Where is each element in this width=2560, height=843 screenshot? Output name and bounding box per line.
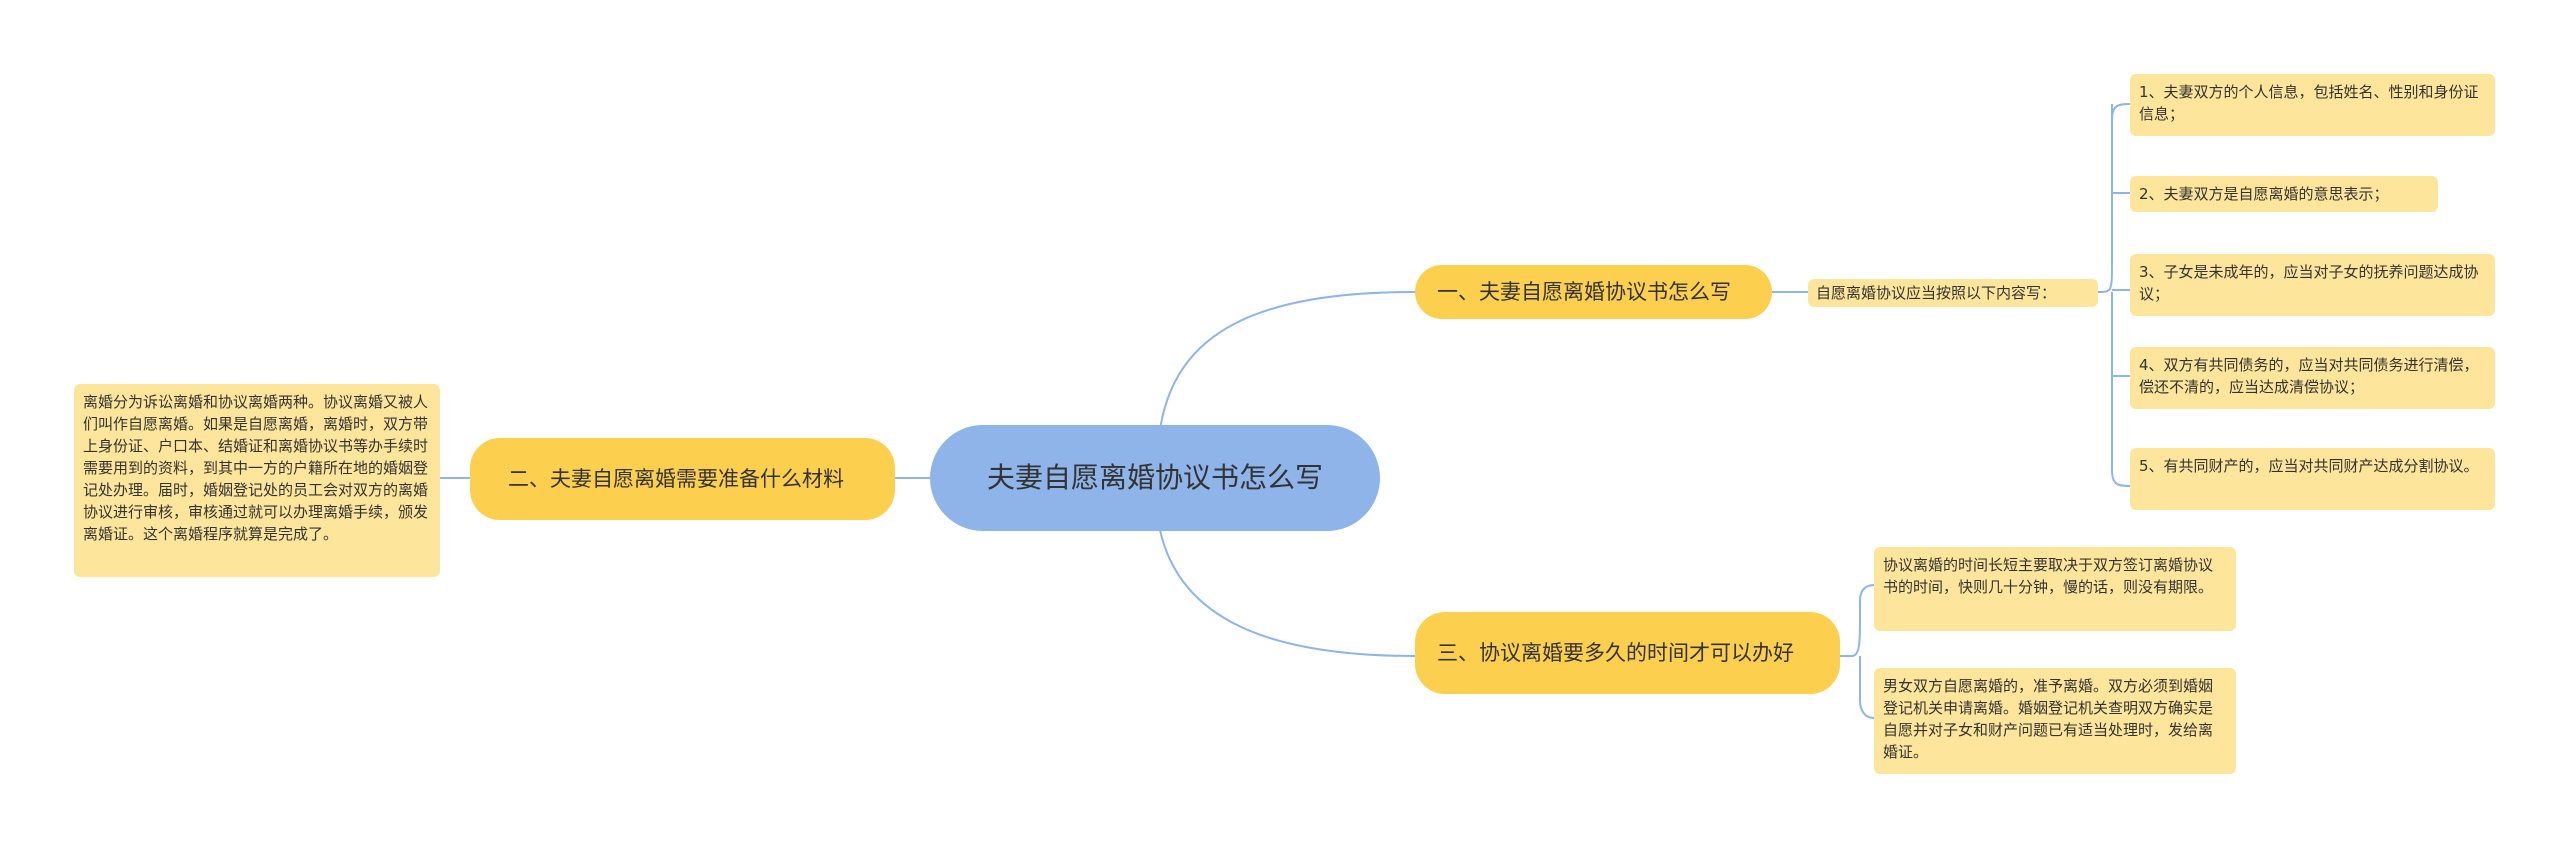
- link-root-branch1: [1159, 291, 1416, 431]
- branch-1-item-4[interactable]: 4、双方有共同债务的，应当对共同债务进行清偿，偿还不清的，应当达成清偿协议；: [2130, 347, 2495, 409]
- branch-1-item-3[interactable]: 3、子女是未成年的，应当对子女的抚养问题达成协议；: [2130, 254, 2495, 316]
- branch-1-label: 一、夫妻自愿离婚协议书怎么写: [1437, 280, 1731, 304]
- branch-1-subtopic[interactable]: 自愿离婚协议应当按照以下内容写：: [1808, 279, 2098, 307]
- branch-1-item-2[interactable]: 2、夫妻双方是自愿离婚的意思表示；: [2130, 176, 2438, 212]
- item-text: 离婚分为诉讼离婚和协议离婚两种。协议离婚又被人们叫作自愿离婚。如果是自愿离婚，离…: [83, 393, 429, 543]
- item-text: 男女双方自愿离婚的，准予离婚。双方必须到婚姻登记机关申请离婚。婚姻登记机关查明双…: [1883, 677, 2214, 761]
- link-branch3-children: [1840, 584, 1875, 719]
- branch-3[interactable]: 三、协议离婚要多久的时间才可以办好: [1415, 612, 1840, 694]
- branch-3-item-1[interactable]: 协议离婚的时间长短主要取决于双方签订离婚协议书的时间，快则几十分钟，慢的话，则没…: [1874, 547, 2236, 631]
- link-mid-children: [2097, 103, 2131, 487]
- item-text: 1、夫妻双方的个人信息，包括姓名、性别和身份证信息；: [2139, 83, 2479, 123]
- branch-1[interactable]: 一、夫妻自愿离婚协议书怎么写: [1415, 265, 1772, 319]
- branch-3-item-2[interactable]: 男女双方自愿离婚的，准予离婚。双方必须到婚姻登记机关申请离婚。婚姻登记机关查明双…: [1874, 668, 2236, 774]
- item-text: 5、有共同财产的，应当对共同财产达成分割协议。: [2139, 457, 2479, 475]
- branch-2-item-1[interactable]: 离婚分为诉讼离婚和协议离婚两种。协议离婚又被人们叫作自愿离婚。如果是自愿离婚，离…: [74, 384, 440, 577]
- root-topic[interactable]: 夫妻自愿离婚协议书怎么写: [930, 425, 1380, 531]
- root-topic-label: 夫妻自愿离婚协议书怎么写: [986, 461, 1323, 494]
- branch-2-label: 二、夫妻自愿离婚需要准备什么材料: [508, 467, 844, 491]
- item-text: 4、双方有共同债务的，应当对共同债务进行清偿，偿还不清的，应当达成清偿协议；: [2139, 356, 2479, 396]
- branch-1-item-5[interactable]: 5、有共同财产的，应当对共同财产达成分割协议。: [2130, 448, 2495, 510]
- branch-3-label: 三、协议离婚要多久的时间才可以办好: [1437, 641, 1794, 665]
- item-text: 协议离婚的时间长短主要取决于双方签订离婚协议书的时间，快则几十分钟，慢的话，则没…: [1883, 556, 2214, 596]
- branch-2[interactable]: 二、夫妻自愿离婚需要准备什么材料: [470, 438, 895, 520]
- branch-1-item-1[interactable]: 1、夫妻双方的个人信息，包括姓名、性别和身份证信息；: [2130, 74, 2495, 136]
- link-root-branch3: [1159, 529, 1416, 657]
- branch-1-subtopic-label: 自愿离婚协议应当按照以下内容写：: [1816, 284, 2057, 302]
- item-text: 3、子女是未成年的，应当对子女的抚养问题达成协议；: [2139, 263, 2479, 303]
- item-text: 2、夫妻双方是自愿离婚的意思表示；: [2139, 185, 2389, 203]
